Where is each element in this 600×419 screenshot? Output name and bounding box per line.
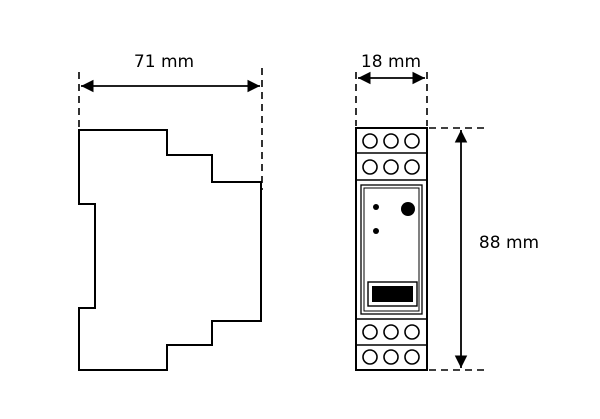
terminal-screw [362,133,378,149]
top-terminals-row-2 [362,159,420,175]
terminal-screw [362,349,378,365]
terminal-screw [404,133,420,149]
front-view-body [355,127,428,371]
terminal-screw [404,349,420,365]
front-panel-inner [363,187,420,312]
side-view: 71 mm [78,52,263,371]
led-indicator-2 [373,228,379,234]
label-slot-frame [367,281,418,307]
top-terminals-row-1 [362,133,420,149]
terminal-screw [362,159,378,175]
bottom-terminals-row-2 [362,349,420,365]
terminal-screw [362,324,378,340]
width-label: 71 mm [134,52,194,72]
terminal-screw [383,133,399,149]
terminal-screw [383,159,399,175]
label-slot [372,286,413,302]
led-indicator-1 [373,204,379,210]
terminal-screw [383,349,399,365]
height-label: 88 mm [479,233,539,253]
depth-label: 18 mm [361,52,421,72]
terminal-screw [383,324,399,340]
bottom-terminals-row-1 [362,324,420,340]
terminal-screw [404,324,420,340]
front-view: 18 mm 88 mm [355,52,539,371]
side-view-outline [78,129,262,371]
adjustment-knob [401,202,415,216]
front-panel-outer [360,184,423,315]
terminal-screw [404,159,420,175]
